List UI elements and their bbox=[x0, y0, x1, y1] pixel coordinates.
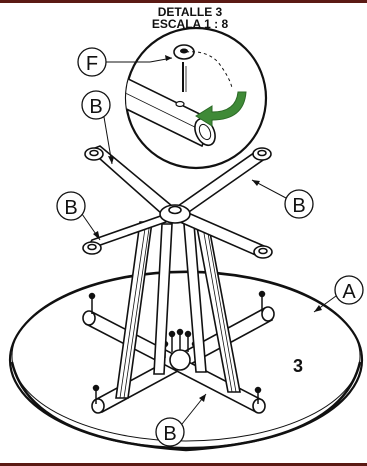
frame-bottom-border bbox=[0, 463, 367, 466]
callout-B-right-label: B bbox=[292, 195, 305, 217]
callout-F-label: F bbox=[86, 53, 98, 75]
rotation-arrow-icon bbox=[195, 91, 247, 127]
detail-view bbox=[124, 26, 268, 170]
callout-B-bottom: B bbox=[155, 393, 207, 447]
step-number: 3 bbox=[293, 356, 303, 376]
callout-B-mid-left-label: B bbox=[64, 197, 77, 219]
frame-top-border bbox=[0, 0, 367, 3]
callout-B-mid-left: B bbox=[56, 191, 101, 241]
detail-scale-line: ESCALA 1 : 8 bbox=[151, 17, 229, 31]
callout-A: A bbox=[313, 275, 364, 313]
detail-title-line1: DETALLE 3 bbox=[157, 5, 223, 19]
callout-F: F bbox=[77, 47, 173, 77]
upper-cross bbox=[82, 145, 273, 259]
callout-B-upper-left-label: B bbox=[89, 96, 102, 118]
callout-A-label: A bbox=[342, 281, 356, 303]
detail-title: DETALLE 3 ESCALA 1 : 8 bbox=[108, 6, 272, 30]
callout-B-bottom-label: B bbox=[163, 423, 176, 445]
callout-B-upper-left: B bbox=[81, 90, 114, 165]
callout-B-right: B bbox=[251, 179, 314, 219]
